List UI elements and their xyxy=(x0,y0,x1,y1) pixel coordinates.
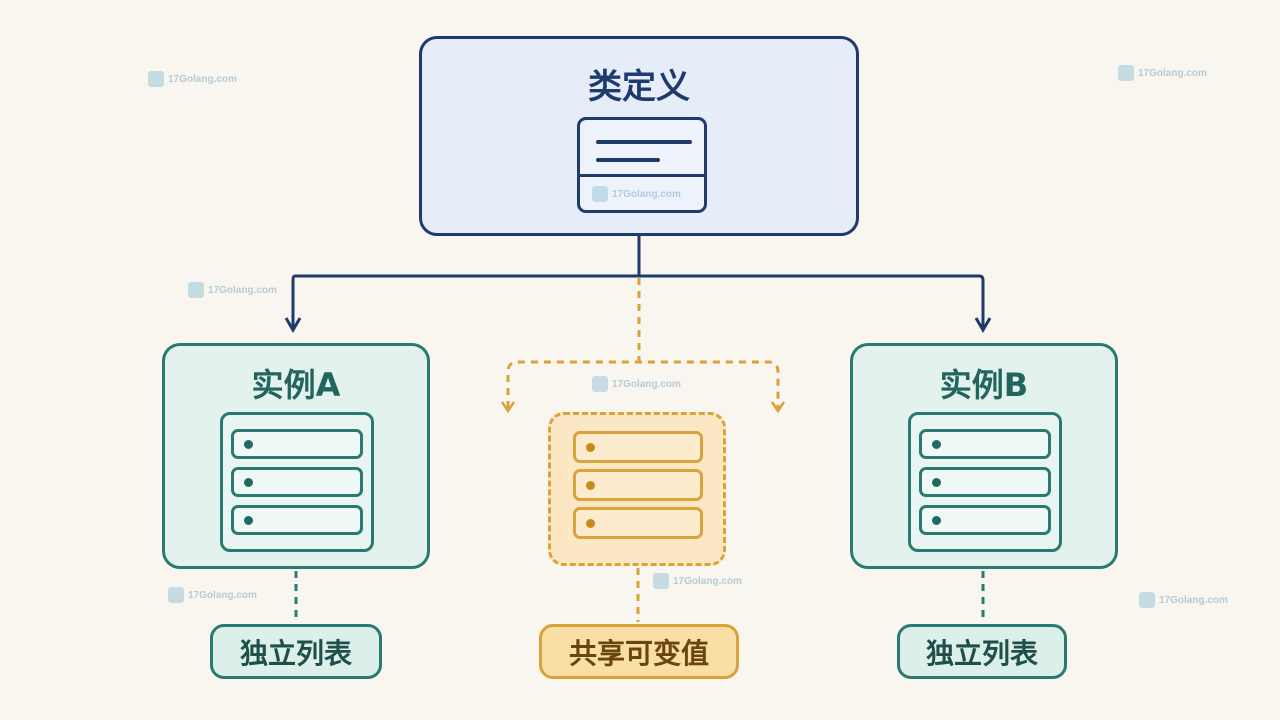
shared-value-box xyxy=(548,412,726,566)
shared-arrow-right xyxy=(770,401,786,414)
watermark: 17Golang.com xyxy=(592,376,681,392)
instance-a-label: 独立列表 xyxy=(210,624,382,679)
watermark-logo-icon xyxy=(1139,592,1155,608)
watermark-logo-icon xyxy=(1118,65,1134,81)
instance-a-box: 实例A xyxy=(162,343,430,569)
watermark-logo-icon xyxy=(592,186,608,202)
watermark-logo-icon xyxy=(188,282,204,298)
watermark: 17Golang.com xyxy=(148,71,237,87)
watermark-logo-icon xyxy=(592,376,608,392)
watermark-logo-icon xyxy=(148,71,164,87)
instance-b-box: 实例B xyxy=(850,343,1118,569)
shared-list-icon xyxy=(565,423,709,547)
shared-dashed-branch xyxy=(506,360,780,408)
watermark: 17Golang.com xyxy=(1118,65,1207,81)
watermark: 17Golang.com xyxy=(168,587,257,603)
instance-b-label: 独立列表 xyxy=(897,624,1067,679)
instance-b-title: 实例B xyxy=(939,366,1029,404)
watermark: 17Golang.com xyxy=(188,282,277,298)
watermark: 17Golang.com xyxy=(1139,592,1228,608)
class-definition-box: 类定义 xyxy=(419,36,859,236)
class-to-instance-b-connector xyxy=(639,274,985,328)
arrow-head-a xyxy=(284,317,302,333)
instance-a-list-icon xyxy=(220,412,374,552)
watermark: 17Golang.com xyxy=(653,573,742,589)
watermark: 17Golang.com xyxy=(592,186,681,202)
class-to-instance-connector xyxy=(291,236,641,328)
shared-arrow-left xyxy=(500,401,516,414)
watermark-logo-icon xyxy=(653,573,669,589)
instance-a-title: 实例A xyxy=(251,366,341,404)
shared-value-label: 共享可变值 xyxy=(539,624,739,679)
arrow-head-b xyxy=(974,317,992,333)
instance-b-list-icon xyxy=(908,412,1062,552)
watermark-logo-icon xyxy=(168,587,184,603)
class-definition-title: 类定义 xyxy=(588,67,690,107)
